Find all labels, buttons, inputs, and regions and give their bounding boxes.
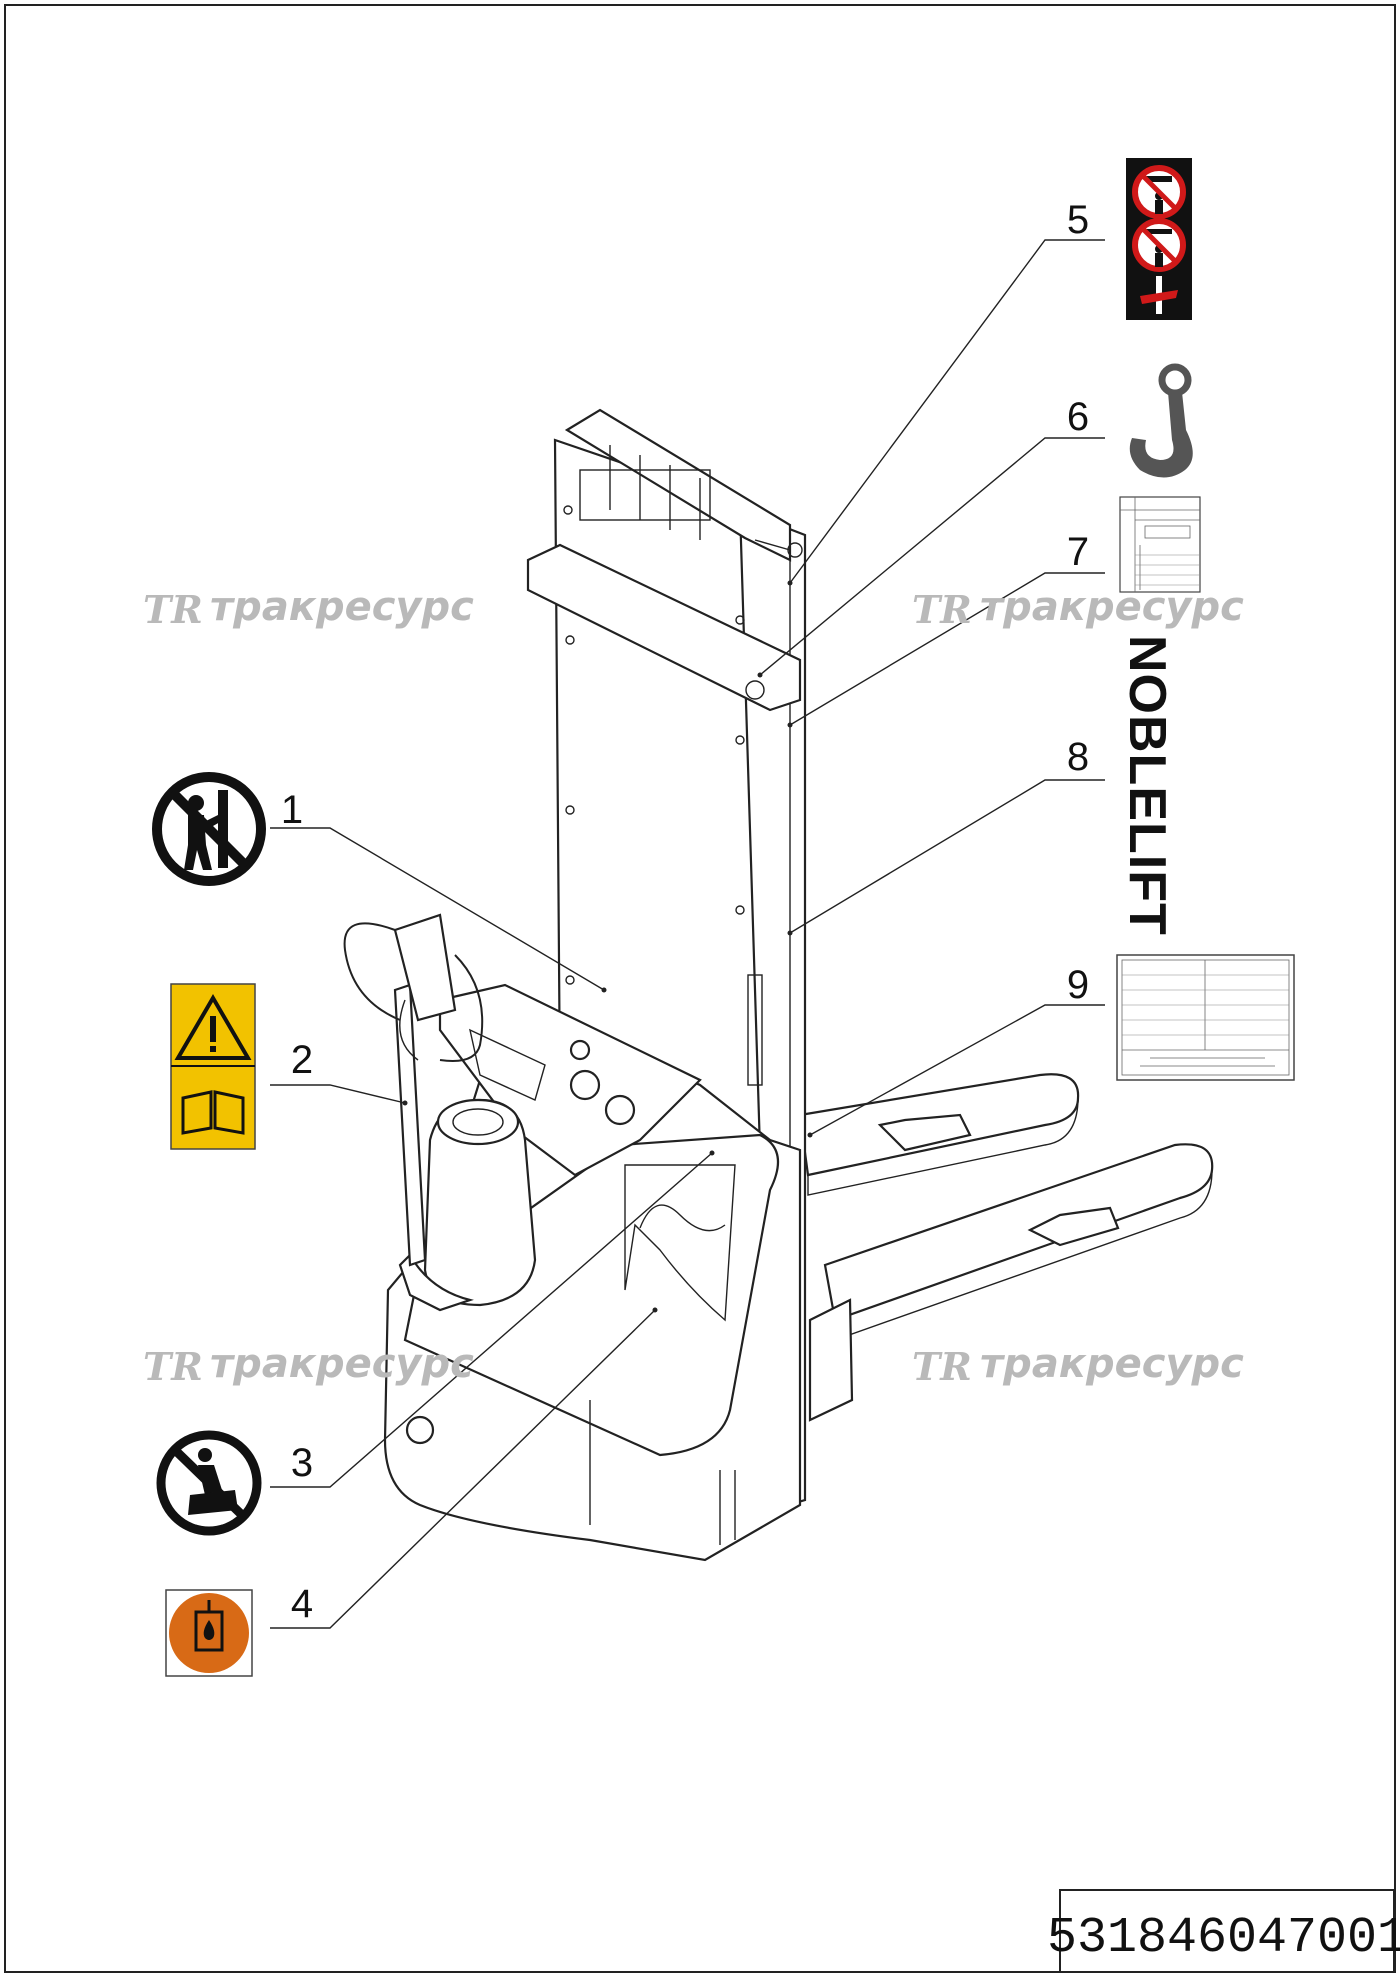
nameplate-label <box>1116 954 1295 1081</box>
pallet-stacker-drawing <box>343 408 1214 1562</box>
callout-2: 2 <box>291 1038 313 1082</box>
watermark-logo: TR <box>143 1344 203 1389</box>
no-riding-on-forks-sign-icon <box>156 1430 262 1536</box>
watermark-bottom-left: TR тракресурс <box>143 1341 474 1389</box>
document-number: 531846047001 <box>1047 1910 1400 1967</box>
callout-4: 4 <box>291 1582 313 1626</box>
watermark-top-left: TR тракресурс <box>143 584 474 632</box>
warning-read-manual-label-icon <box>170 983 256 1150</box>
callout-9: 9 <box>1067 963 1089 1007</box>
mast <box>526 408 807 1512</box>
sheet-border <box>4 4 1396 1973</box>
watermark-logo: TR <box>912 1344 972 1389</box>
callout-1: 1 <box>281 788 303 832</box>
no-standing-under-load-sign-icon <box>1126 158 1192 320</box>
watermark-text: тракресурс <box>210 1341 474 1387</box>
tiller <box>343 913 537 1312</box>
callout-8: 8 <box>1067 735 1089 779</box>
callout-7: 7 <box>1067 530 1089 574</box>
watermark-text: тракресурс <box>210 584 474 630</box>
noblelift-brand-label: NOBLELIFT <box>1118 635 1176 936</box>
watermark-top-right: TR тракресурс <box>912 584 1244 632</box>
watermark-text: тракресурс <box>980 584 1244 630</box>
load-capacity-chart-label <box>1119 496 1201 593</box>
no-hands-in-mast-sign-icon <box>152 772 266 886</box>
callout-5: 5 <box>1067 198 1089 242</box>
hydraulic-oil-fill-label-icon <box>165 1589 253 1677</box>
leader-lines <box>270 239 1105 1629</box>
lifting-hook-icon <box>1129 363 1193 478</box>
watermark-text: тракресурс <box>980 1341 1244 1387</box>
forks <box>798 1073 1214 1422</box>
callout-6: 6 <box>1067 395 1089 439</box>
watermark-logo: TR <box>912 587 972 632</box>
watermark-logo: TR <box>143 587 203 632</box>
document-number-box: 531846047001 <box>1047 1889 1400 1973</box>
watermark-bottom-right: TR тракресурс <box>912 1341 1244 1389</box>
callout-3: 3 <box>291 1441 313 1485</box>
